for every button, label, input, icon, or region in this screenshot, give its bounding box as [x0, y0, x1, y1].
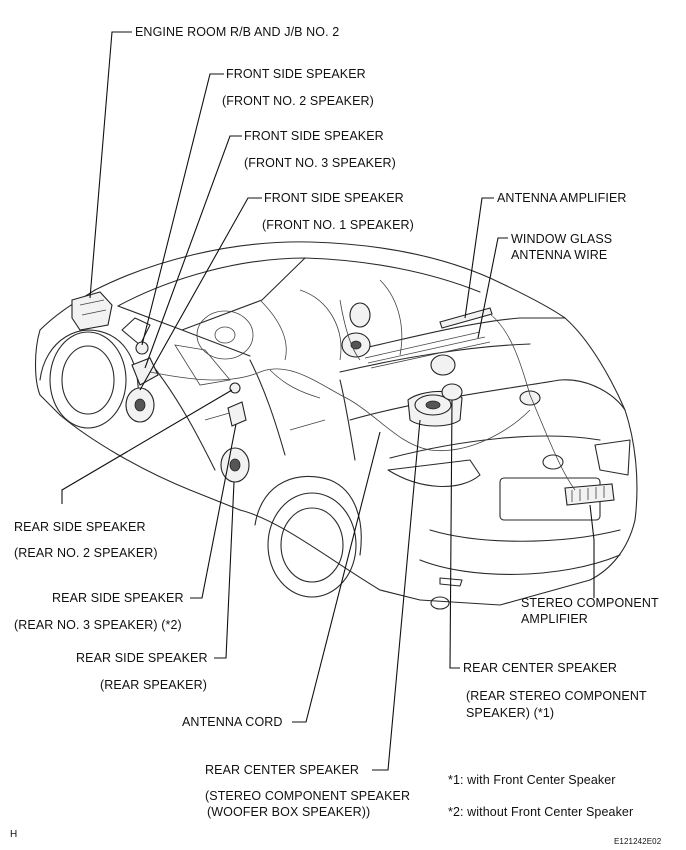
label-window-glass: WINDOW GLASS — [511, 232, 613, 246]
component-parts — [71, 291, 615, 506]
note-front-center-speaker-without: *2: without Front Center Speaker — [448, 805, 634, 819]
label-rear-center-speaker-right: REAR CENTER SPEAKER — [463, 661, 618, 675]
figure-code: E121242E02 — [614, 837, 662, 846]
label-rear-stereo-component: (REAR STEREO COMPONENT — [466, 689, 647, 703]
label-antenna-amplifier: ANTENNA AMPLIFIER — [497, 191, 627, 205]
label-rear-side-speaker-a: REAR SIDE SPEAKER — [14, 520, 146, 534]
label-rear-no3-speaker: (REAR NO. 3 SPEAKER) (*2) — [14, 618, 182, 632]
corner-mark-h: H — [10, 829, 18, 840]
label-amplifier: AMPLIFIER — [521, 612, 588, 626]
note-front-center-speaker-with: *1: with Front Center Speaker — [448, 773, 616, 787]
leader-lines — [61, 31, 595, 771]
label-rear-no2-speaker: (REAR NO. 2 SPEAKER) — [14, 546, 158, 560]
label-antenna-cord: ANTENNA CORD — [182, 715, 283, 729]
label-rear-side-speaker-c: REAR SIDE SPEAKER — [76, 651, 208, 665]
label-rear-center-speaker-bottom: REAR CENTER SPEAKER — [205, 763, 360, 777]
label-rear-speaker: (REAR SPEAKER) — [100, 678, 207, 692]
label-woofer-box-speaker: (WOOFER BOX SPEAKER)) — [207, 805, 371, 819]
car-body — [35, 241, 638, 610]
label-front-side-speaker-1: FRONT SIDE SPEAKER — [264, 191, 404, 205]
label-engine-room-rb: ENGINE ROOM R/B AND J/B NO. 2 — [135, 25, 340, 39]
label-front-side-speaker-3: FRONT SIDE SPEAKER — [244, 129, 384, 143]
label-front-no3-speaker: (FRONT NO. 3 SPEAKER) — [244, 156, 396, 170]
label-front-side-speaker-2: FRONT SIDE SPEAKER — [226, 67, 366, 81]
label-stereo-component-speaker: (STEREO COMPONENT SPEAKER — [205, 789, 411, 803]
label-antenna-wire: ANTENNA WIRE — [511, 248, 608, 262]
label-speaker-note1: SPEAKER) (*1) — [466, 706, 555, 720]
label-front-no2-speaker: (FRONT NO. 2 SPEAKER) — [222, 94, 374, 108]
label-stereo-component: STEREO COMPONENT — [521, 596, 659, 610]
label-rear-side-speaker-b: REAR SIDE SPEAKER — [52, 591, 184, 605]
label-front-no1-speaker: (FRONT NO. 1 SPEAKER) — [262, 218, 414, 232]
